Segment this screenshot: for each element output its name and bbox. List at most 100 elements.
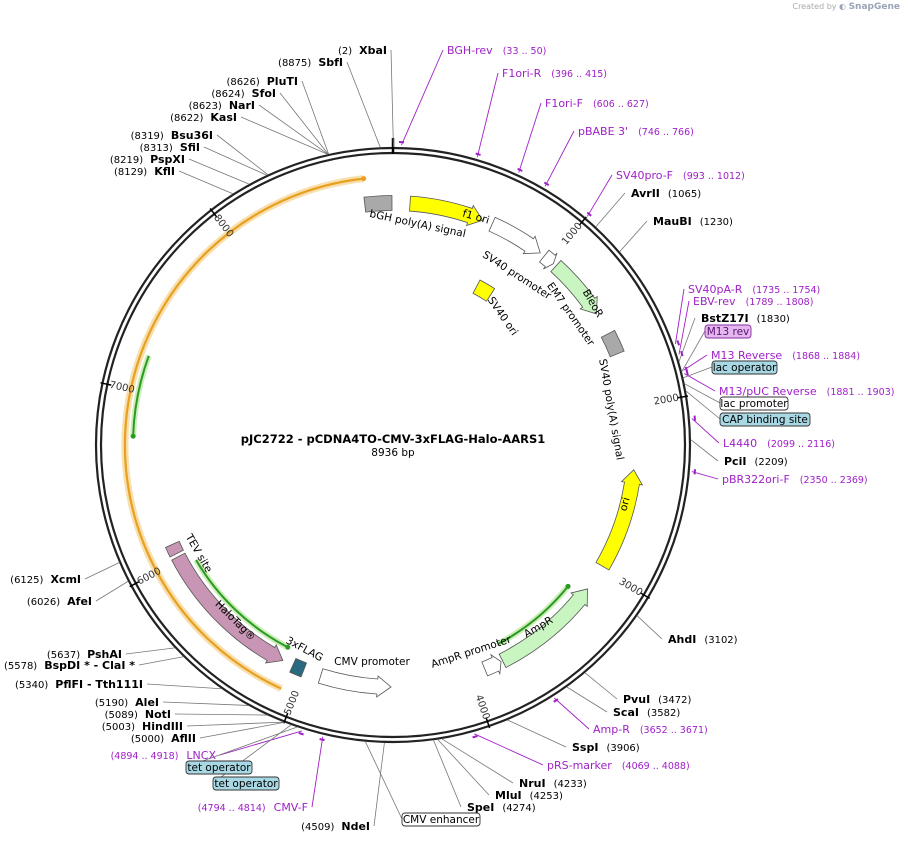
direction-arrowhead-icon <box>565 583 571 589</box>
site-position: (3906) <box>606 743 639 754</box>
site-name: BstZ17I <box>701 312 749 325</box>
primer-marker <box>517 167 523 172</box>
site-label-pspxi: (8219)PspXI <box>110 153 185 166</box>
boxed-feature-cmv-enhancer <box>401 812 481 827</box>
primer-label-prs-marker: pRS-marker(4069 .. 4088) <box>547 759 690 772</box>
site-position: (8624) <box>211 89 244 100</box>
leader-lines-layer <box>84 49 721 827</box>
site-position: (8626) <box>226 77 259 88</box>
feature-ampr-promoter <box>481 653 502 677</box>
feature-bgh-poly-a-signal <box>363 195 393 213</box>
site-position: (3472) <box>658 695 691 706</box>
feature-ori <box>595 469 644 571</box>
site-label-ndei: (4509)NdeI <box>301 820 370 833</box>
site-label-maubi: MauBI (1230) <box>653 215 733 228</box>
feature-label-ori: ori <box>618 496 633 512</box>
site-name: NruI <box>519 777 546 790</box>
primer-position: (993 .. 1012) <box>683 171 745 182</box>
primer-name: M13 Reverse <box>711 349 782 362</box>
primer-label-l4440: L4440(2099 .. 2116) <box>723 437 835 450</box>
site-label-sfii: (8313)SfiI <box>140 141 200 154</box>
feature-ampr <box>498 588 588 669</box>
scale-tick <box>676 395 689 399</box>
site-leader <box>95 581 129 602</box>
primer-position: (3652 .. 3671) <box>640 725 708 736</box>
feature-em7-promoter <box>538 249 558 270</box>
primer-label-amp-r: Amp-R(3652 .. 3671) <box>593 723 708 736</box>
site-leader <box>636 615 663 640</box>
site-name: Bsu36I <box>171 129 213 142</box>
primer-label-lncx: (4894 .. 4918)LNCX <box>111 749 217 762</box>
feature-label-sv40-poly-a-signal: SV40 poly(A) signal <box>596 358 626 461</box>
primer-position: (746 .. 766) <box>638 127 694 138</box>
primer-marker <box>680 350 684 357</box>
credit-prefix: Created by <box>792 2 837 11</box>
site-name: NotI <box>145 708 171 721</box>
site-label-xbai: (2)XbaI <box>338 44 387 57</box>
boxed-feature-cap-binding-site <box>719 412 811 427</box>
site-label-xcmi: (6125)XcmI <box>10 573 81 586</box>
site-leader <box>301 80 329 155</box>
site-position: (5003) <box>102 722 135 733</box>
site-label-bstz17i: BstZ17I (1830) <box>701 312 790 325</box>
site-label-pcii: PciI(2209) <box>724 455 788 468</box>
boxed-leader <box>685 390 721 420</box>
scale-tick <box>485 717 491 729</box>
primer-name: CMV-F <box>274 801 308 814</box>
site-name: PciI <box>724 455 746 468</box>
feature-cmv-promoter <box>317 668 392 698</box>
boxed-feature-label-m13-rev: M13 rev <box>707 326 750 338</box>
boxed-feature-label-lac-operator: lac operator <box>713 362 777 374</box>
scale-tick <box>209 207 218 218</box>
site-name: NarI <box>229 99 255 112</box>
site-position: (1065) <box>668 189 701 200</box>
feature-bleor <box>550 259 598 315</box>
orf-arrowhead-icon <box>361 176 367 182</box>
primer-name: M13/pUC Reverse <box>719 385 817 398</box>
site-position: (3582) <box>647 708 680 719</box>
site-position: (1830) <box>757 314 790 325</box>
site-leader <box>437 739 490 796</box>
boxed-feature-tet-operator <box>185 760 253 775</box>
feature-label-sv40-ori: SV40 ori <box>485 295 520 338</box>
site-label-kfli: (8129)KflI <box>114 165 175 178</box>
primer-marker <box>472 735 478 739</box>
primer-label-pbr322ori-f: pBR322ori-F(2350 .. 2369) <box>722 473 868 486</box>
scale-tick <box>129 580 140 588</box>
primer-marker <box>475 152 481 156</box>
primer-position: (2350 .. 2369) <box>800 475 868 486</box>
direction-arrows-layer <box>130 354 571 650</box>
primer-position: (1868 .. 1884) <box>792 351 860 362</box>
site-name: AflII <box>171 732 196 745</box>
boxed-feature-m13-rev <box>704 324 752 339</box>
site-leader <box>203 146 267 176</box>
primer-leader <box>691 471 719 480</box>
site-position: (1230) <box>700 217 733 228</box>
site-leader <box>258 104 329 155</box>
site-leader <box>162 701 249 706</box>
primer-leader <box>518 102 542 173</box>
direction-arc <box>132 355 150 437</box>
site-leader <box>138 656 184 666</box>
site-position: (4509) <box>301 822 334 833</box>
site-position: (6026) <box>27 597 60 608</box>
site-name: MauBI <box>653 215 692 228</box>
feature-label-3xflag: 3xFLAG <box>284 635 325 664</box>
boxed-feature-label-tet-operator: tet operator <box>214 778 278 790</box>
primer-leader <box>683 354 708 371</box>
site-name: SfoI <box>252 87 276 100</box>
site-label-hindiii: (5003)HindIII <box>102 720 183 733</box>
primer-marker <box>586 211 592 217</box>
site-label-alei: (5190)AleI <box>95 696 159 709</box>
site-label-pflfi-tth111i: (5340)PflFI - Tth111I <box>15 678 143 691</box>
primer-position: (4894 .. 4918) <box>111 751 179 762</box>
site-label-noti: (5089)NotI <box>105 708 171 721</box>
primer-marker <box>685 370 689 376</box>
site-position: (5578) <box>4 661 37 672</box>
site-label-aflii: (5000)AflII <box>131 732 196 745</box>
boxed-leader <box>683 366 713 379</box>
site-leader <box>174 713 267 716</box>
boxed-feature-lac-promoter <box>719 396 789 411</box>
site-label-pluti: (8626)PluTI <box>226 75 298 88</box>
boxed-feature-label-cmv-enhancer: CMV enhancer <box>403 814 480 826</box>
